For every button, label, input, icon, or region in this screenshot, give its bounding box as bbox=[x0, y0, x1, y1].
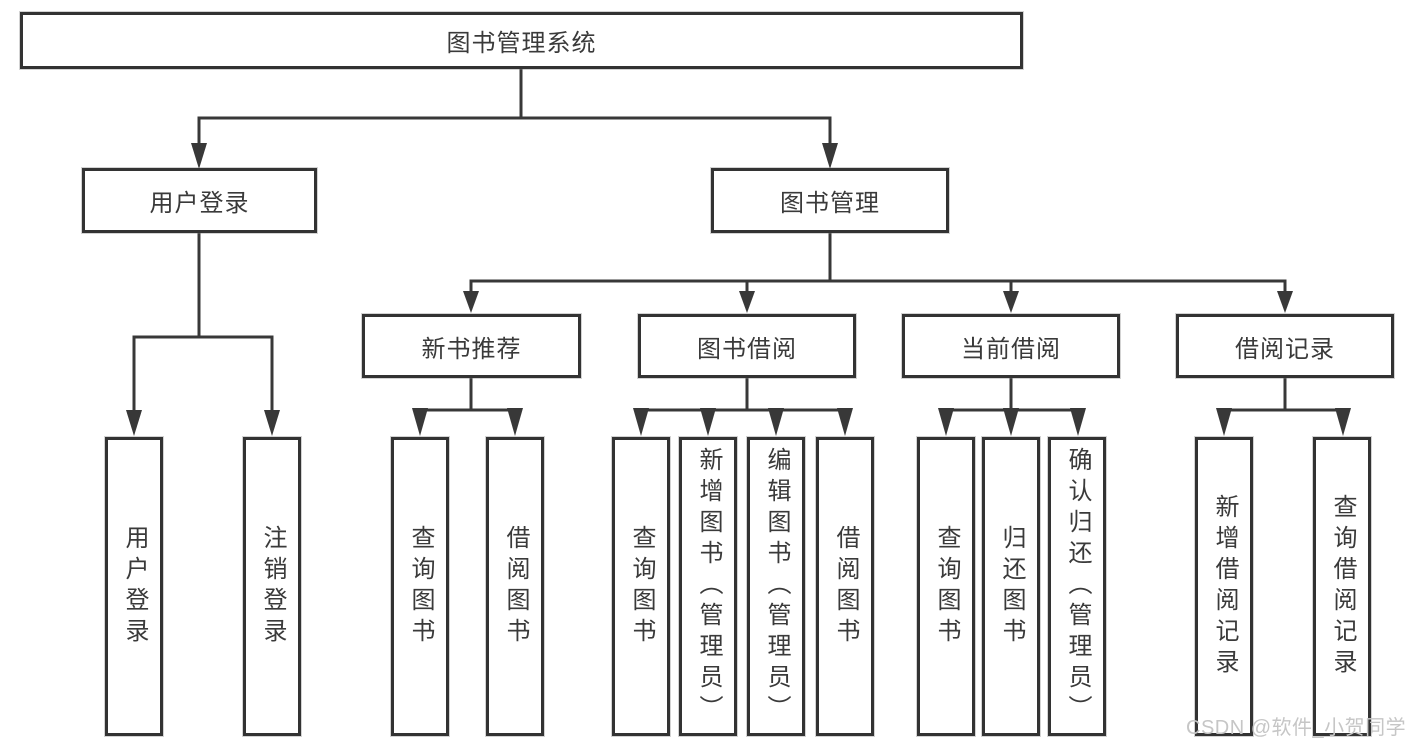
node-current-borrowing: 当前借阅 bbox=[902, 314, 1120, 378]
leaf-newbook-query-book: 查询图书 bbox=[391, 437, 449, 736]
leaf-newbook-borrow-book: 借阅图书 bbox=[486, 437, 544, 736]
node-user-login: 用户登录 bbox=[82, 168, 317, 233]
node-new-book-recommend: 新书推荐 bbox=[362, 314, 581, 378]
leaf-borrowing-edit-book-admin: 编辑图书（管理员） bbox=[747, 437, 805, 736]
node-book-management: 图书管理 bbox=[711, 168, 949, 233]
node-label: 新增图书（管理员） bbox=[695, 447, 722, 726]
node-label: 查询图书 bbox=[628, 524, 655, 649]
node-label: 用户登录 bbox=[121, 524, 148, 649]
node-library-management-system: 图书管理系统 bbox=[20, 12, 1023, 69]
node-label: 图书借阅 bbox=[697, 335, 797, 363]
node-label: 借阅图书 bbox=[502, 524, 529, 649]
node-borrowing-records: 借阅记录 bbox=[1176, 314, 1394, 378]
node-label: 图书管理 bbox=[780, 190, 880, 217]
node-label: 确认归还（管理员） bbox=[1064, 447, 1091, 726]
node-label: 查询借阅记录 bbox=[1329, 493, 1356, 680]
node-label: 新书推荐 bbox=[421, 335, 522, 363]
node-label: 用户登录 bbox=[149, 190, 250, 217]
node-label: 借阅记录 bbox=[1235, 335, 1335, 363]
leaf-borrowing-add-book-admin: 新增图书（管理员） bbox=[679, 437, 737, 736]
leaf-records-add-record: 新增借阅记录 bbox=[1195, 437, 1253, 736]
leaf-current-return-book: 归还图书 bbox=[982, 437, 1040, 736]
node-label: 图书管理系统 bbox=[446, 30, 597, 57]
node-book-borrowing: 图书借阅 bbox=[638, 314, 856, 378]
node-label: 当前借阅 bbox=[961, 335, 1061, 363]
leaf-current-confirm-return-admin: 确认归还（管理员） bbox=[1048, 437, 1106, 736]
watermark: CSDN @软件_小贺同学 bbox=[1186, 717, 1405, 739]
leaf-records-query-record: 查询借阅记录 bbox=[1313, 437, 1371, 736]
node-label: 借阅图书 bbox=[832, 524, 859, 649]
node-label: 查询图书 bbox=[933, 524, 960, 649]
leaf-borrowing-borrow-book: 借阅图书 bbox=[816, 437, 874, 736]
leaf-borrowing-query-book: 查询图书 bbox=[612, 437, 670, 736]
node-label: 新增借阅记录 bbox=[1211, 493, 1238, 680]
node-label: 归还图书 bbox=[998, 524, 1025, 649]
node-label: 查询图书 bbox=[407, 524, 434, 649]
leaf-user-login: 用户登录 bbox=[105, 437, 163, 736]
node-label: 注销登录 bbox=[259, 524, 286, 649]
leaf-current-query-book: 查询图书 bbox=[917, 437, 975, 736]
node-label: 编辑图书（管理员） bbox=[763, 447, 790, 726]
leaf-logout: 注销登录 bbox=[243, 437, 301, 736]
